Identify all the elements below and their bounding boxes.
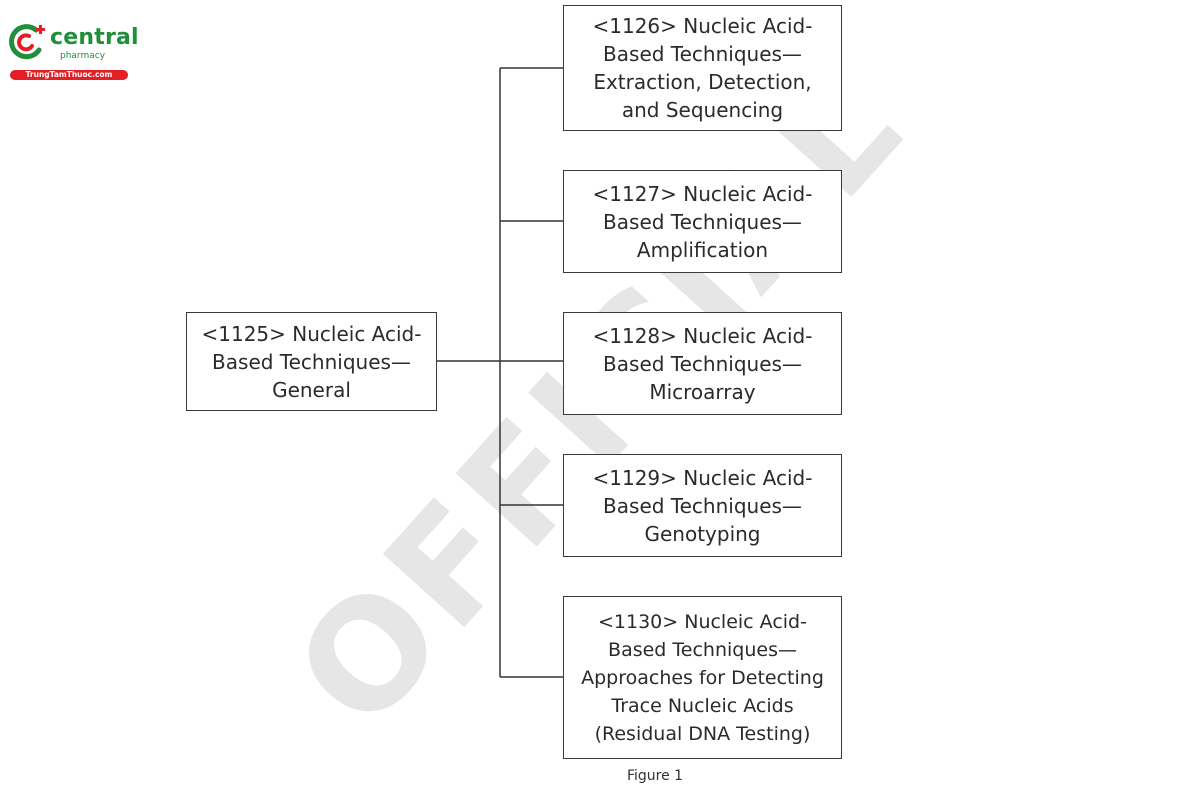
node-line: Based Techniques—	[603, 493, 802, 518]
node-line: Microarray	[649, 379, 756, 404]
node-label: <1129> Nucleic Acid- Based Techniques— G…	[593, 464, 813, 548]
node-1129-genotyping: <1129> Nucleic Acid- Based Techniques— G…	[563, 454, 842, 557]
node-line: and Sequencing	[621, 98, 784, 122]
node-1130-residual-dna: <1130> Nucleic Acid- Based Techniques— A…	[563, 596, 842, 759]
logo-site-bar: TrungTamThuoc.com	[10, 70, 128, 80]
node-1128-microarray: <1128> Nucleic Acid- Based Techniques— M…	[563, 312, 842, 415]
node-line: <1128> Nucleic Acid-	[592, 323, 813, 348]
figure-caption: Figure 1	[626, 768, 684, 784]
node-line: Genotyping	[644, 521, 761, 546]
node-line: <1129> Nucleic Acid-	[592, 465, 813, 490]
node-label: <1130> Nucleic Acid- Based Techniques— A…	[581, 608, 824, 748]
node-line: <1130> Nucleic Acid-	[598, 610, 807, 633]
node-1126-extraction: <1126> Nucleic Acid- Based Techniques— E…	[563, 5, 842, 131]
node-1125-general: <1125> Nucleic Acid- Based Techniques— G…	[186, 312, 437, 411]
node-line: <1127> Nucleic Acid-	[592, 181, 813, 206]
node-line: Extraction, Detection,	[593, 70, 812, 94]
node-line: <1126> Nucleic Acid-	[592, 14, 813, 38]
logo-name: central	[50, 25, 139, 50]
node-line: Based Techniques—	[608, 638, 797, 661]
node-line: General	[272, 377, 351, 402]
node-line: Based Techniques—	[603, 42, 802, 66]
central-pharmacy-logo: central pharmacy TrungTamThuoc.com	[6, 22, 139, 82]
node-line: Based Techniques—	[212, 349, 411, 374]
node-line: Trace Nucleic Acids	[611, 694, 794, 717]
node-line: Approaches for Detecting	[581, 666, 824, 689]
logo-subtitle: pharmacy	[60, 51, 106, 61]
node-label: <1125> Nucleic Acid- Based Techniques— G…	[202, 320, 422, 404]
node-line: Amplification	[636, 237, 769, 262]
node-line: (Residual DNA Testing)	[594, 722, 811, 745]
node-label: <1128> Nucleic Acid- Based Techniques— M…	[593, 322, 813, 406]
node-label: <1127> Nucleic Acid- Based Techniques— A…	[593, 180, 813, 264]
node-line: Based Techniques—	[603, 351, 802, 376]
node-line: Based Techniques—	[603, 209, 802, 234]
node-label: <1126> Nucleic Acid- Based Techniques— E…	[593, 12, 813, 124]
node-line: <1125> Nucleic Acid-	[201, 321, 422, 346]
logo-mark-icon	[9, 24, 45, 60]
node-1127-amplification: <1127> Nucleic Acid- Based Techniques— A…	[563, 170, 842, 273]
